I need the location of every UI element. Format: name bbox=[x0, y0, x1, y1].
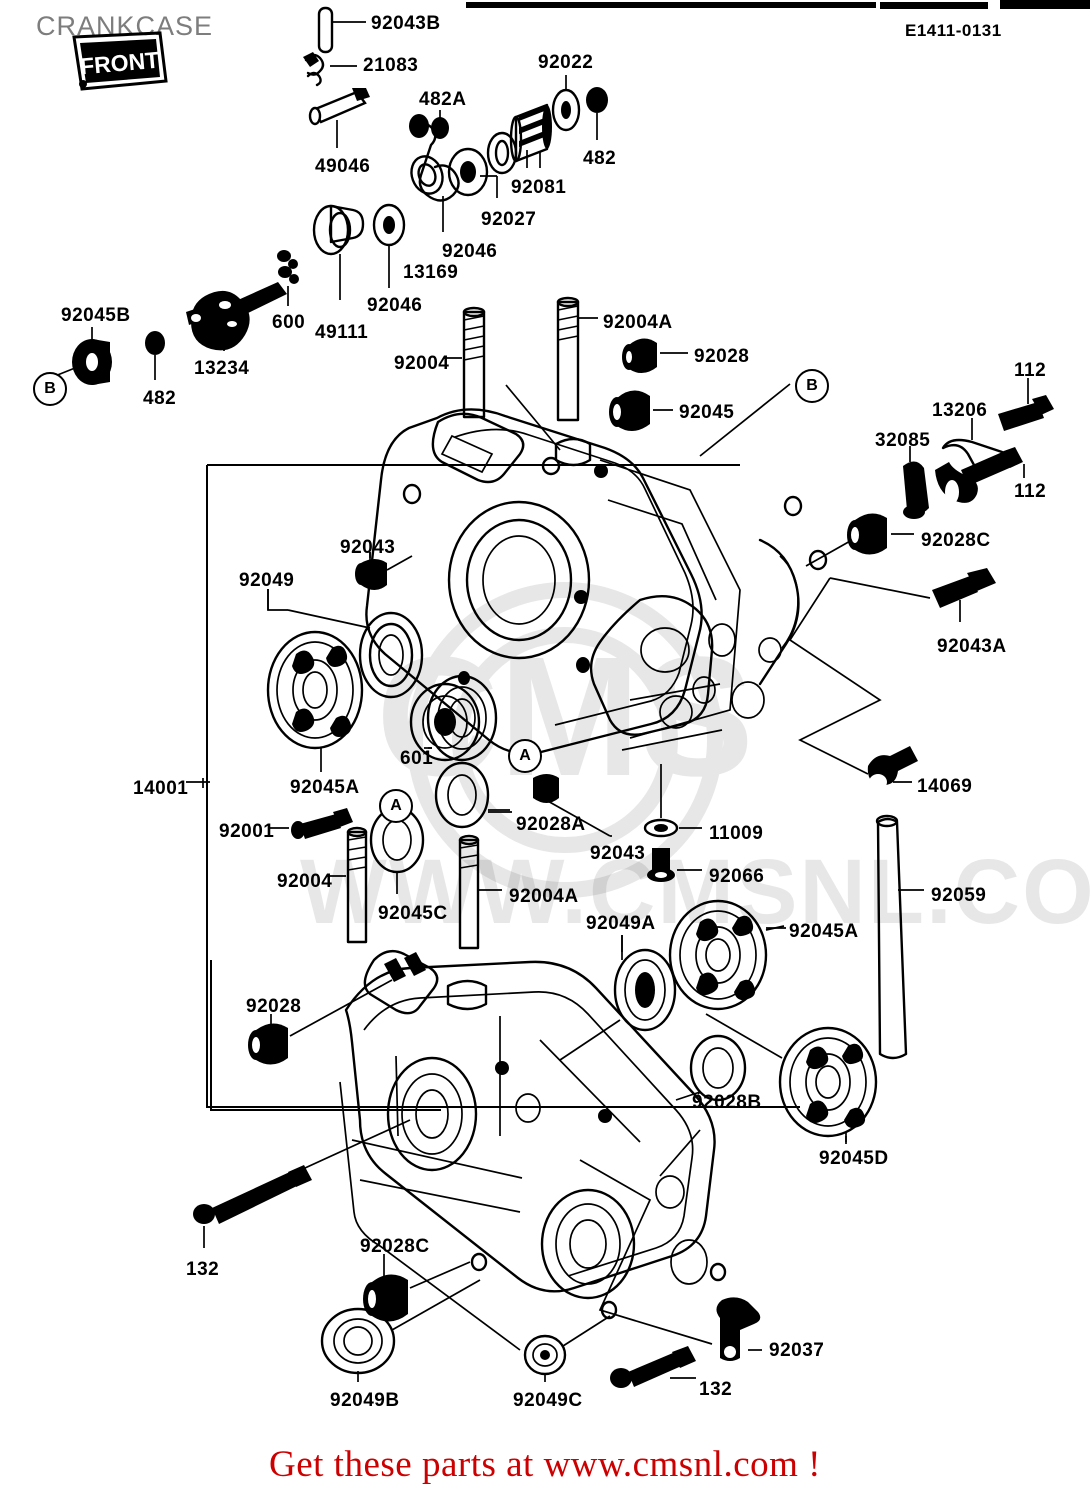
part-label-92004-top: 92004 bbox=[394, 353, 450, 374]
footer-promo-text: Get these parts at www.cmsnl.com ! bbox=[269, 1444, 821, 1485]
part-label-92059: 92059 bbox=[931, 885, 987, 906]
part-label-112-a: 112 bbox=[1014, 360, 1047, 381]
part-label-92046b: 92046 bbox=[367, 295, 423, 316]
drawing-code: E1411-0131 bbox=[905, 21, 1002, 40]
part-label-92045A-r: 92045A bbox=[789, 921, 859, 942]
part-label-49046: 49046 bbox=[315, 156, 371, 177]
part-label-600: 600 bbox=[272, 312, 306, 333]
top-rule-bar-mid bbox=[880, 2, 988, 9]
part-label-132-b: 132 bbox=[699, 1379, 733, 1400]
part-label-482A: 482A bbox=[419, 89, 467, 110]
part-label-92004-l: 92004 bbox=[277, 871, 333, 892]
part-label-13234: 13234 bbox=[194, 358, 250, 379]
part-label-92049A: 92049A bbox=[586, 913, 656, 934]
svg-text:CMS: CMS bbox=[376, 622, 754, 812]
part-label-92004A-b: 92004A bbox=[509, 886, 579, 907]
part-label-11009: 11009 bbox=[709, 823, 764, 844]
part-label-92045-top: 92045 bbox=[679, 402, 735, 423]
reference-bubble-a-2: A bbox=[508, 739, 542, 773]
part-label-92028C-b: 92028C bbox=[360, 1236, 430, 1257]
reference-bubble-a-3: A bbox=[379, 789, 413, 823]
reference-bubble-b-1: B bbox=[795, 369, 829, 403]
part-label-92028C-r: 92028C bbox=[921, 530, 991, 551]
part-label-92022: 92022 bbox=[538, 52, 594, 73]
part-label-92066: 92066 bbox=[709, 866, 765, 887]
part-label-92043-b: 92043 bbox=[590, 843, 646, 864]
part-label-92046a: 92046 bbox=[442, 241, 498, 262]
part-label-92027: 92027 bbox=[481, 209, 537, 230]
part-label-92037: 92037 bbox=[769, 1340, 825, 1361]
part-label-92045D: 92045D bbox=[819, 1148, 889, 1169]
part-label-112-b: 112 bbox=[1014, 481, 1047, 502]
part-label-14001: 14001 bbox=[133, 778, 189, 799]
part-label-92043A: 92043A bbox=[937, 636, 1007, 657]
part-label-13206: 13206 bbox=[932, 400, 988, 421]
part-label-92049B: 92049B bbox=[330, 1390, 400, 1411]
part-label-92001: 92001 bbox=[219, 821, 275, 842]
part-label-92045B: 92045B bbox=[61, 305, 131, 326]
part-label-32085: 32085 bbox=[875, 430, 931, 451]
part-label-92045C: 92045C bbox=[378, 903, 448, 924]
part-label-92049C: 92049C bbox=[513, 1390, 583, 1411]
part-label-92081: 92081 bbox=[511, 177, 567, 198]
part-label-92028A: 92028A bbox=[516, 814, 586, 835]
part-label-92004A-top: 92004A bbox=[603, 312, 673, 333]
part-label-92028B: 92028B bbox=[692, 1092, 762, 1113]
top-rule-bar-right bbox=[1000, 0, 1090, 9]
part-label-92028-bl: 92028 bbox=[246, 996, 302, 1017]
part-label-92043-mid: 92043 bbox=[340, 537, 396, 558]
part-label-49111: 49111 bbox=[315, 322, 369, 343]
cms-watermark-logo: CMS bbox=[330, 540, 800, 1010]
part-label-21083: 21083 bbox=[363, 55, 419, 76]
part-label-13169: 13169 bbox=[403, 262, 459, 283]
part-label-92043B: 92043B bbox=[371, 13, 441, 34]
part-label-482-left: 482 bbox=[143, 388, 177, 409]
part-label-601: 601 bbox=[400, 748, 434, 769]
reference-bubble-b-0: B bbox=[33, 372, 67, 406]
part-label-92049: 92049 bbox=[239, 570, 295, 591]
top-rule-bar-left bbox=[466, 2, 876, 8]
part-label-482-top: 482 bbox=[583, 148, 617, 169]
front-direction-tag: FRONT bbox=[72, 31, 168, 93]
part-label-92028-top: 92028 bbox=[694, 346, 750, 367]
part-label-14069: 14069 bbox=[917, 776, 973, 797]
part-label-92045A-l: 92045A bbox=[290, 777, 360, 798]
part-label-132-l: 132 bbox=[186, 1259, 220, 1280]
